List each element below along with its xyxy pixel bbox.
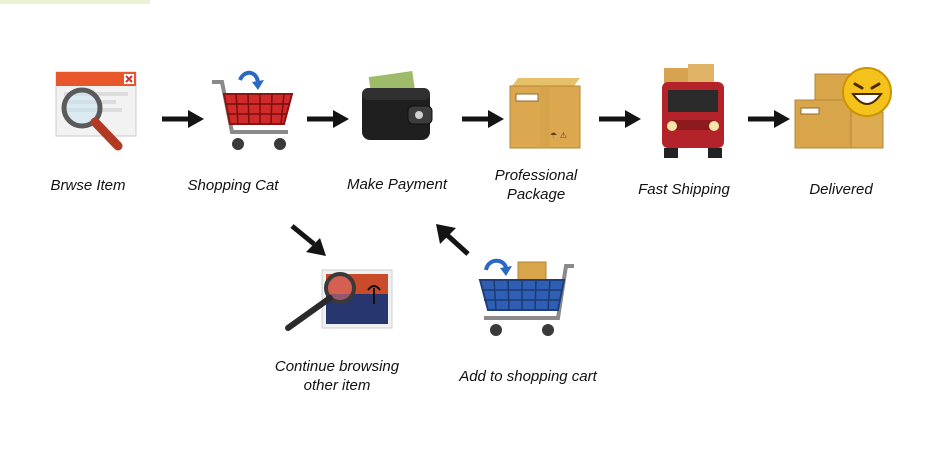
step-continue-label-line1: Continue browsing <box>274 358 400 375</box>
arrow-browse-to-cart <box>160 110 206 128</box>
smiley-boxes-icon <box>794 67 892 149</box>
package-box-icon: ☂ ⚠ <box>509 78 581 149</box>
wallet-icon <box>362 71 433 140</box>
step-add-label: Add to shopping cart <box>459 368 597 385</box>
delivery-truck-icon <box>662 64 724 158</box>
arrow-to-continue-browsing <box>290 224 330 258</box>
step-add-to-cart <box>474 254 578 338</box>
step-browse-label: Brwse Item <box>50 177 126 194</box>
step-continue-label-line2: other item <box>303 377 371 394</box>
arrow-payment-to-package <box>460 110 506 128</box>
step-fast-shipping <box>654 64 730 160</box>
top-accent-strip <box>0 0 150 4</box>
step-delivered-label: Delivered <box>809 181 873 198</box>
diagonal-arrow-up-left-icon <box>436 224 470 256</box>
step-package-label-line1: Professional <box>494 167 578 184</box>
right-arrow-icon <box>462 110 504 128</box>
right-arrow-icon <box>162 110 204 128</box>
svg-text:☂ ⚠: ☂ ⚠ <box>550 131 567 140</box>
browser-magnifier-icon <box>55 71 137 151</box>
arrow-to-make-payment <box>432 220 472 258</box>
step-shopping-cart <box>208 68 298 154</box>
step-continue-browsing <box>282 268 394 332</box>
step-browse-item <box>52 66 142 151</box>
step-payment-label: Make Payment <box>346 176 448 193</box>
step-shipping-label: Fast Shipping <box>638 181 730 198</box>
right-arrow-icon <box>599 110 641 128</box>
right-arrow-icon <box>748 110 790 128</box>
step-make-payment <box>356 70 436 145</box>
cart-with-box-icon <box>478 258 574 336</box>
shopping-cart-icon <box>212 70 294 150</box>
step-package-label-line2: Package <box>506 186 566 203</box>
arrow-cart-to-payment <box>305 110 351 128</box>
step-delivered <box>794 66 897 152</box>
diagonal-arrow-down-right-icon <box>290 224 326 256</box>
step-professional-package: ☂ ⚠ <box>504 72 584 154</box>
arrow-shipping-to-delivered <box>746 110 792 128</box>
right-arrow-icon <box>307 110 349 128</box>
step-cart-label: Shopping Cat <box>187 177 279 194</box>
arrow-package-to-shipping <box>597 110 643 128</box>
magnifier-picture-icon <box>285 269 393 331</box>
